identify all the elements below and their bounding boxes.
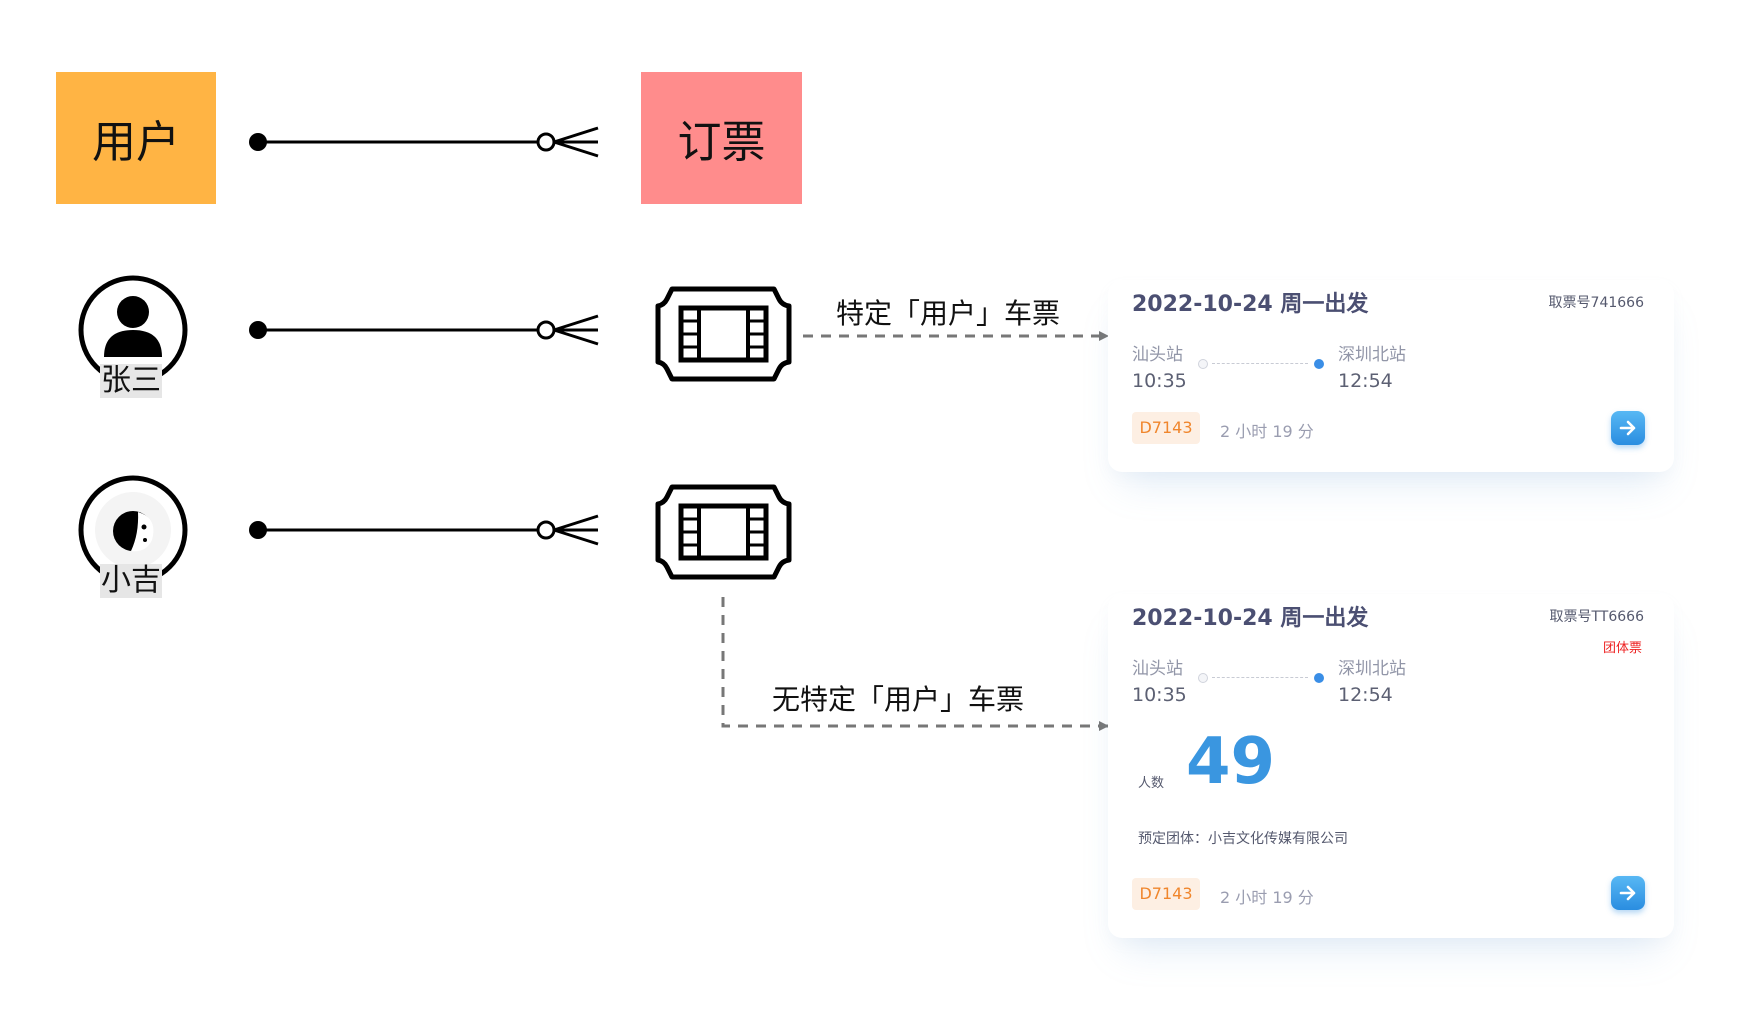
entity-ticket-label: 订票 xyxy=(677,117,766,168)
go-button[interactable] xyxy=(1611,411,1645,445)
ticket-icon xyxy=(655,484,792,580)
arrow-right-icon xyxy=(1619,420,1636,436)
route-line xyxy=(1198,358,1324,370)
route-end-dot xyxy=(1314,673,1324,683)
group-ticket-tag: 团体票 xyxy=(1602,641,1642,656)
arrive-time: 12:54 xyxy=(1338,684,1393,706)
arrow-nonspecific xyxy=(721,597,1109,731)
card-ticket-number: 取票号TT6666 xyxy=(1549,609,1645,625)
to-station: 深圳北站 xyxy=(1338,345,1406,365)
avatar-label-zhangsan: 张三 xyxy=(100,363,162,398)
entity-user: 用户 xyxy=(56,72,216,204)
to-station: 深圳北站 xyxy=(1338,659,1406,679)
passenger-count: 49 xyxy=(1186,725,1276,799)
mascot-icon xyxy=(78,475,188,585)
from-station: 汕头站 xyxy=(1132,345,1183,365)
card-date: 2022-10-24 周一出发 xyxy=(1132,292,1369,317)
connector-xiaoji-ticket xyxy=(249,514,599,546)
route-end-dot xyxy=(1314,359,1324,369)
route-dash xyxy=(1212,677,1308,678)
entity-user-label: 用户 xyxy=(92,117,180,168)
route-line xyxy=(1198,672,1324,684)
arrive-time: 12:54 xyxy=(1338,370,1393,392)
group-ticket-card[interactable]: 2022-10-24 周一出发 取票号TT6666 团体票 汕头站 深圳北站 1… xyxy=(1108,594,1674,938)
route-start-dot xyxy=(1198,359,1208,369)
train-number-badge: D7143 xyxy=(1132,412,1200,444)
depart-time: 10:35 xyxy=(1132,684,1187,706)
depart-time: 10:35 xyxy=(1132,370,1187,392)
go-button[interactable] xyxy=(1611,876,1645,910)
ticket-card[interactable]: 2022-10-24 周一出发 取票号741666 汕头站 深圳北站 10:35… xyxy=(1108,280,1674,472)
route-start-dot xyxy=(1198,673,1208,683)
trip-duration: 2 小时 19 分 xyxy=(1220,888,1314,907)
from-station: 汕头站 xyxy=(1132,659,1183,679)
group-name: 预定团体：小吉文化传媒有限公司 xyxy=(1138,831,1348,847)
card-ticket-number: 取票号741666 xyxy=(1548,295,1644,311)
relation-label-specific: 特定「用户」车票 xyxy=(836,297,1061,330)
arrow-right-icon xyxy=(1619,885,1636,901)
route-dash xyxy=(1212,363,1308,364)
connector-user-ticket xyxy=(249,126,599,158)
entity-ticket: 订票 xyxy=(641,72,802,204)
avatar-label-xiaoji: 小吉 xyxy=(100,563,162,598)
card-date: 2022-10-24 周一出发 xyxy=(1132,606,1369,631)
trip-duration: 2 小时 19 分 xyxy=(1220,422,1314,441)
ticket-icon xyxy=(655,286,792,382)
connector-zhangsan-ticket xyxy=(249,314,599,346)
train-number-badge: D7143 xyxy=(1132,878,1200,910)
relation-label-nonspecific: 无特定「用户」车票 xyxy=(772,683,1025,716)
passenger-count-label: 人数 xyxy=(1138,776,1165,791)
